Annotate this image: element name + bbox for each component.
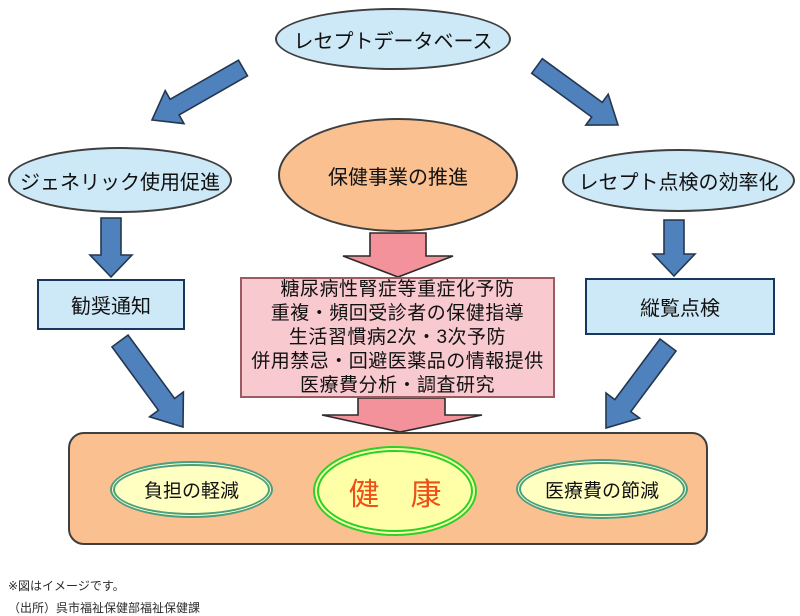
- footnote-image-note: ※図はイメージです。: [8, 579, 125, 593]
- program-line-4: 併用禁忌・回避医薬品の情報提供: [251, 350, 544, 372]
- program-line-5: 医療費分析・調査研究: [299, 374, 495, 396]
- arrow-database-to-generic: [150, 59, 249, 125]
- arrow-review-to-outcome: [605, 337, 678, 430]
- box-recommendation-notice-label: 勧奨通知: [71, 296, 151, 318]
- outcome-burden-reduction: 負担の軽減: [110, 461, 273, 518]
- node-generic-promotion-label: ジェネリック使用促進: [20, 171, 220, 194]
- arrow-programs-to-outcome: [321, 397, 483, 433]
- node-receipt-inspection-efficiency-label: レセプト点検の効率化: [578, 172, 779, 194]
- node-health-programs-label: 保健事業の推進: [328, 166, 468, 189]
- footnote-source: （出所）呉市福祉保健部福祉保健課: [8, 601, 201, 615]
- node-receipt-database-label: レセプトデータベース: [293, 30, 493, 53]
- arrow-inspection-to-review: [651, 219, 697, 278]
- node-health-programs: 保健事業の推進: [278, 118, 518, 232]
- box-recommendation-notice: 勧奨通知: [37, 279, 185, 330]
- arrow-database-to-inspection: [530, 57, 620, 126]
- node-receipt-inspection-efficiency: レセプト点検の効率化: [562, 149, 795, 212]
- outcome-medical-cost-saving-label: 医療費の節減: [544, 480, 659, 502]
- program-line-2: 重複・頻回受診者の保健指導: [270, 302, 525, 324]
- outcome-health-label: 健 康: [348, 476, 442, 512]
- outcome-medical-cost-saving: 医療費の節減: [516, 459, 688, 519]
- program-line-1: 糖尿病性腎症等重症化予防: [280, 278, 515, 300]
- arrow-notice-to-outcome: [110, 333, 185, 429]
- node-receipt-database: レセプトデータベース: [275, 8, 511, 70]
- box-health-program-list: 糖尿病性腎症等重症化予防 重複・頻回受診者の保健指導 生活習慣病2次・3次予防 …: [240, 277, 555, 398]
- outcome-burden-reduction-label: 負担の軽減: [143, 481, 239, 502]
- outcome-health: 健 康: [313, 446, 477, 536]
- box-sequential-review-label: 縦覧点検: [640, 298, 720, 320]
- program-line-3: 生活習慣病2次・3次予防: [288, 326, 507, 348]
- arrow-generic-to-notice: [88, 217, 134, 279]
- node-generic-promotion: ジェネリック使用促進: [8, 147, 232, 213]
- box-sequential-review: 縦覧点検: [585, 278, 775, 335]
- arrow-health-to-programs: [342, 232, 454, 278]
